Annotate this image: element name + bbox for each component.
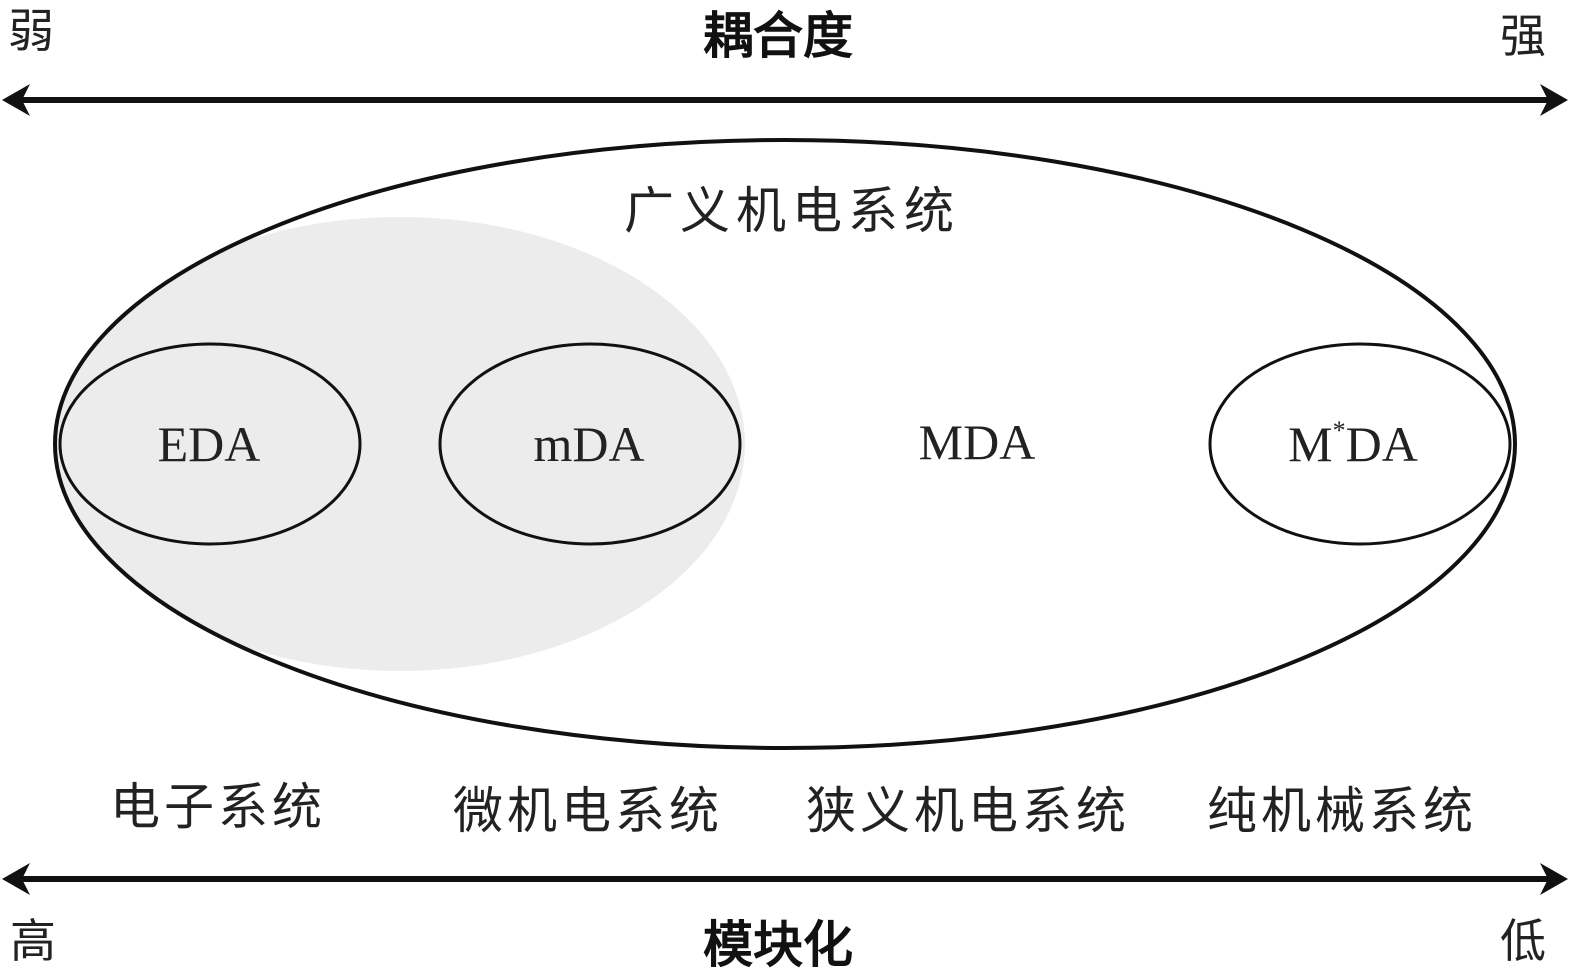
- micro-mda-ellipse: [438, 342, 742, 546]
- generalized-mechatronic-system-ellipse: [53, 138, 1517, 750]
- mstar-da-label-star: *: [1333, 416, 1346, 445]
- generalized-mechatronic-system-label: 广义机电系统: [624, 182, 960, 240]
- category-micro-mechatronic-system: 微机电系统: [453, 782, 723, 840]
- coupling-axis-title: 耦合度: [703, 7, 853, 65]
- eda-label: EDA: [158, 416, 261, 472]
- mstar-da-group: M*DA: [1208, 342, 1512, 546]
- modularity-axis-title: 模块化: [703, 916, 853, 974]
- modularity-axis-right-arrowhead: [1540, 863, 1568, 895]
- coupling-axis-left-arrowhead: [2, 84, 30, 116]
- modularity-low-label: 低: [1500, 914, 1546, 968]
- micro-mda-label: mDA: [533, 416, 644, 472]
- coupling-axis-right-arrowhead: [1540, 84, 1568, 116]
- eda-group: EDA: [58, 342, 362, 546]
- category-pure-mechanical-system: 纯机械系统: [1207, 782, 1477, 840]
- mstar-da-label: M*DA: [1288, 416, 1418, 472]
- mstar-da-ellipse: [1208, 342, 1512, 546]
- coupling-strong-label: 强: [1500, 9, 1546, 63]
- shaded-electronic-region: [55, 217, 745, 671]
- mda-label: MDA: [919, 414, 1036, 470]
- coupling-axis: 耦合度 弱 强: [2, 4, 1568, 116]
- category-electronic-system: 电子系统: [110, 778, 326, 836]
- modularity-axis: 模块化 高 低: [2, 863, 1568, 974]
- category-narrow-mechatronic-system: 狭义机电系统: [806, 782, 1130, 840]
- modularity-high-label: 高: [10, 914, 56, 968]
- modularity-axis-left-arrowhead: [2, 863, 30, 895]
- mstar-da-label-da: DA: [1346, 416, 1418, 472]
- coupling-weak-label: 弱: [8, 4, 54, 58]
- system-category-labels: 电子系统 微机电系统 狭义机电系统 纯机械系统: [110, 778, 1477, 840]
- micro-mda-group: mDA: [438, 342, 742, 546]
- eda-ellipse: [58, 342, 362, 546]
- mstar-da-label-m: M: [1288, 416, 1332, 472]
